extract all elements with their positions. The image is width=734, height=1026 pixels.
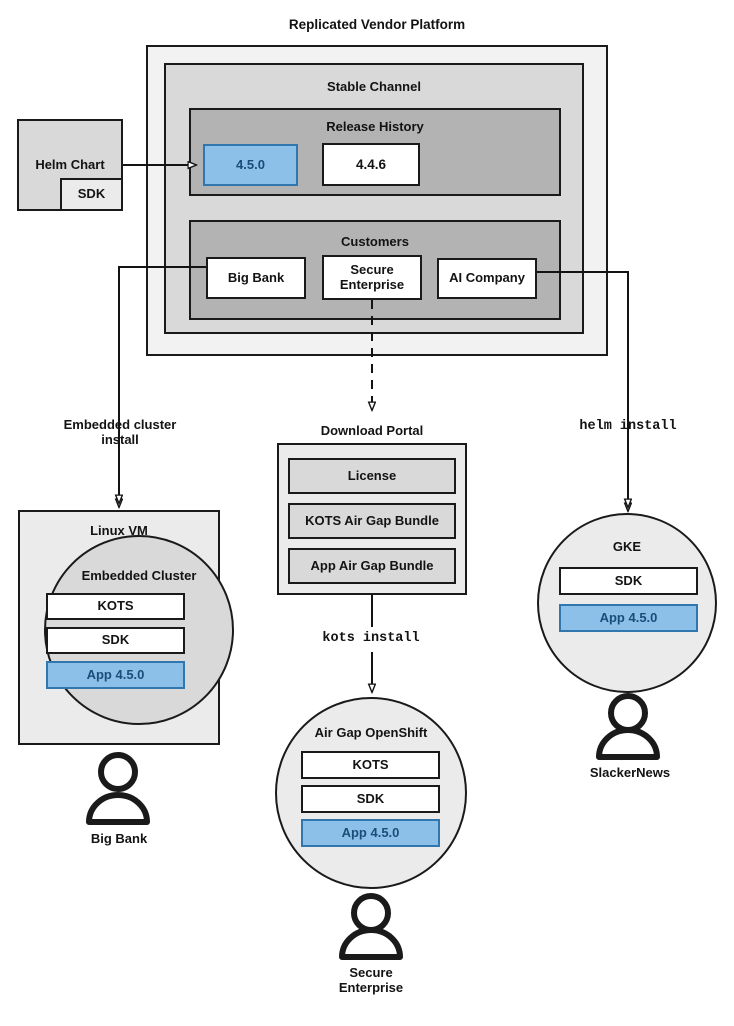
customer-big-bank[interactable]: Big Bank <box>206 257 306 299</box>
person-icon <box>339 893 403 960</box>
stable-channel-title: Stable Channel <box>327 79 421 94</box>
actor-label-slackernews: SlackerNews <box>589 765 671 780</box>
airgap-openshift-title: Air Gap OpenShift <box>314 725 428 740</box>
release-4-4-6[interactable]: 4.4.6 <box>322 143 420 186</box>
edge-label-kots-install: kots install <box>322 631 420 646</box>
customer-secure-enterprise[interactable]: Secure Enterprise <box>322 255 422 300</box>
linux-vm-component-sdk[interactable]: SDK <box>46 627 185 654</box>
edge-label-embedded-cluster-install: Embedded cluster install <box>63 417 177 448</box>
gke-component-sdk[interactable]: SDK <box>559 567 698 595</box>
customer-ai-company[interactable]: AI Company <box>437 258 537 299</box>
person-icon <box>596 693 660 760</box>
release-history-title: Release History <box>326 119 424 134</box>
download-portal-item-license[interactable]: License <box>288 458 456 494</box>
customers-title: Customers <box>341 234 409 249</box>
release-4-5-0[interactable]: 4.5.0 <box>203 144 298 186</box>
linux-vm-component-app[interactable]: App 4.5.0 <box>46 661 185 689</box>
actor-label-secure-enterprise: Secure Enterprise <box>338 965 404 996</box>
download-portal-item-app-airgap-bundle[interactable]: App Air Gap Bundle <box>288 548 456 584</box>
actor-label-big-bank: Big Bank <box>90 831 148 846</box>
download-portal-item-kots-airgap-bundle[interactable]: KOTS Air Gap Bundle <box>288 503 456 539</box>
helm-chart-sdk-box[interactable]: SDK <box>60 178 123 211</box>
linux-vm-component-kots[interactable]: KOTS <box>46 593 185 620</box>
embedded-cluster-circle <box>44 535 234 725</box>
airgap-component-kots[interactable]: KOTS <box>301 751 440 779</box>
person-icon <box>86 752 150 825</box>
airgap-component-app[interactable]: App 4.5.0 <box>301 819 440 847</box>
airgap-component-sdk[interactable]: SDK <box>301 785 440 813</box>
edge-label-helm-install: helm install <box>579 419 677 434</box>
page-title: Replicated Vendor Platform <box>288 17 466 32</box>
gke-circle <box>537 513 717 693</box>
gke-title: GKE <box>612 539 642 554</box>
linux-vm-title: Linux VM <box>90 523 148 538</box>
embedded-cluster-title: Embedded Cluster <box>81 568 197 583</box>
download-portal-title: Download Portal <box>320 423 424 438</box>
gke-component-app[interactable]: App 4.5.0 <box>559 604 698 632</box>
